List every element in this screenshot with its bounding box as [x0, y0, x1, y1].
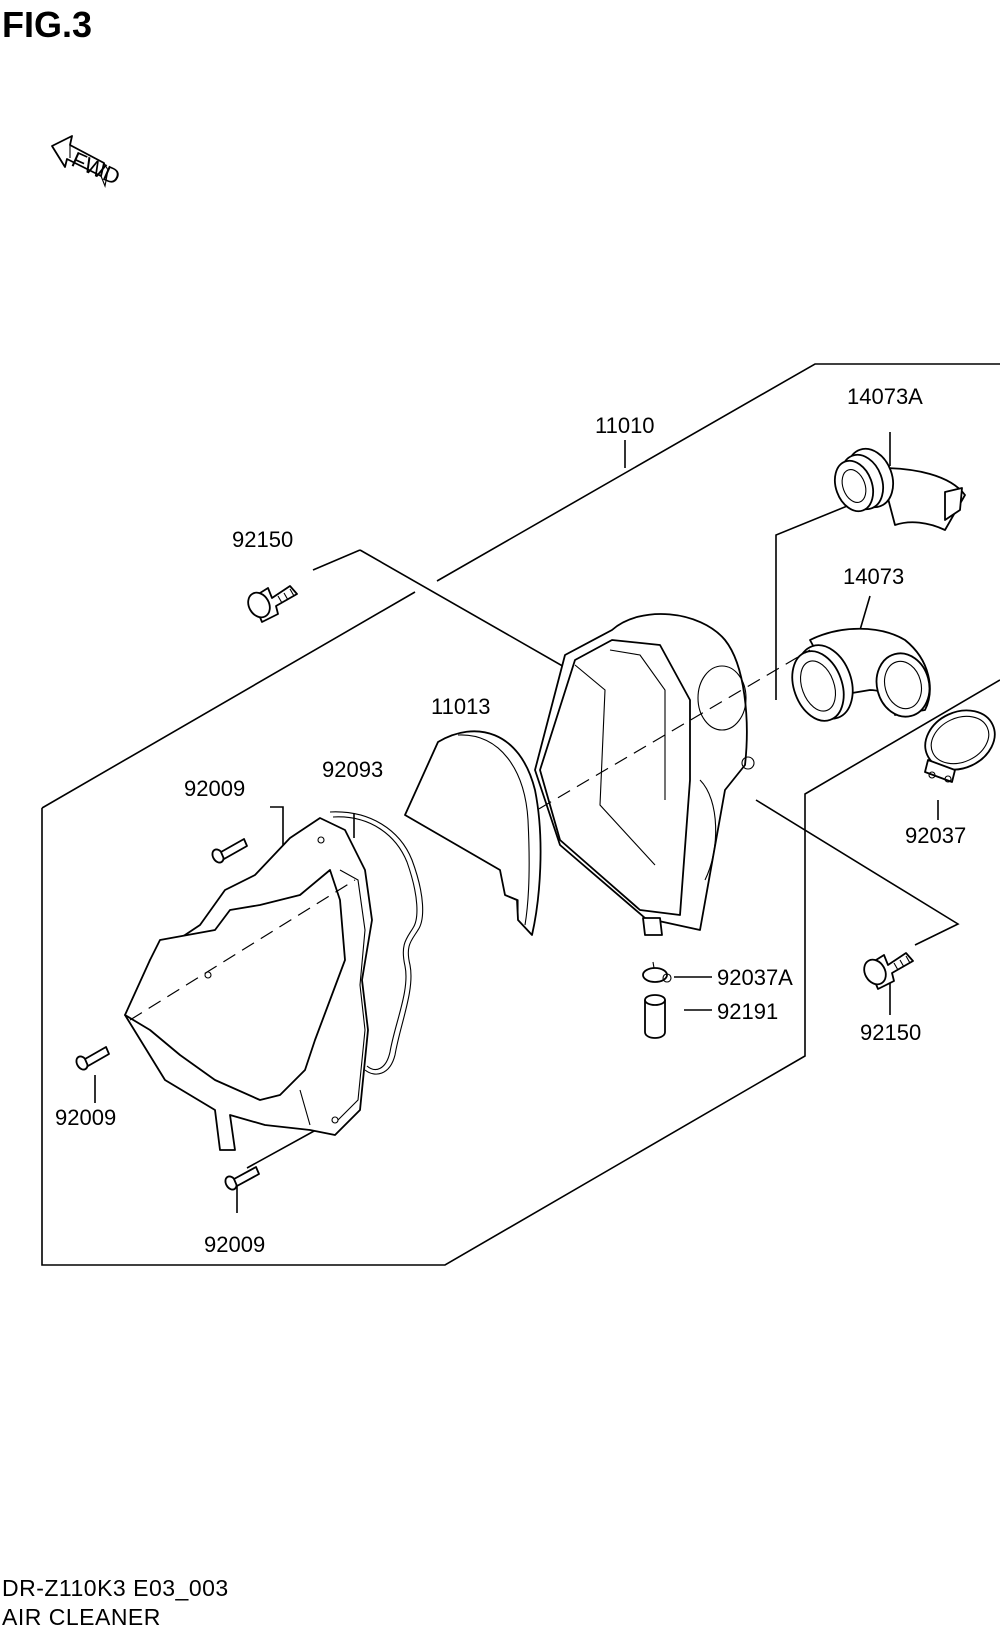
air-cleaner-case-11010: [519, 613, 811, 936]
callout-92037: 92037: [905, 823, 966, 848]
screw-92009-upper: [211, 838, 248, 864]
bolt-92150-top: [247, 585, 298, 623]
callout-92191: 92191: [717, 999, 778, 1024]
filter-element-11013: [404, 730, 542, 936]
drain-cap-92191: [644, 994, 666, 1039]
bolt-92150-right: [863, 952, 914, 990]
air-cleaner-cover: [124, 817, 373, 1151]
clamp-92037: [924, 709, 996, 783]
assembly-outline: [41, 363, 1000, 1266]
callout-92009-upper: 92009: [184, 776, 245, 801]
screw-92009-bottom: [224, 1166, 260, 1191]
callout-92150-top: 92150: [232, 527, 293, 552]
callout-92150-right: 92150: [860, 1020, 921, 1045]
fwd-label: FWD: [68, 147, 124, 190]
figure-title: FIG.3: [2, 4, 93, 45]
callout-92037a: 92037A: [717, 965, 793, 990]
callout-14073a: 14073A: [847, 384, 923, 409]
callout-14073: 14073: [843, 564, 904, 589]
gasket-92093: [329, 811, 424, 1075]
screw-92009-left: [75, 1046, 110, 1071]
callout-92009-left: 92009: [55, 1105, 116, 1130]
section-name: AIR CLEANER: [2, 1604, 161, 1630]
leader-lines: [94, 432, 960, 1213]
callout-11010: 11010: [595, 413, 655, 438]
model-code: DR-Z110K3 E03_003: [2, 1575, 229, 1601]
callout-92093: 92093: [322, 757, 383, 782]
callout-11013: 11013: [431, 694, 491, 719]
callout-92009-bottom: 92009: [204, 1232, 265, 1257]
inlet-pipe-14073a: [833, 447, 966, 531]
fwd-direction-arrow: FWD: [51, 135, 124, 190]
clamp-92037a: [642, 961, 672, 983]
outlet-pipe-14073: [791, 627, 931, 722]
